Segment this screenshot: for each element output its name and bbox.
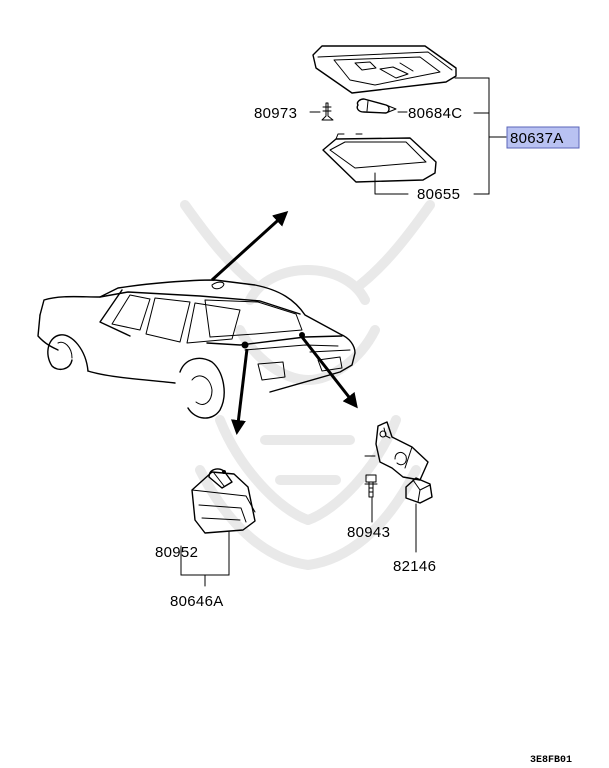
label-80973: 80973 <box>254 105 297 122</box>
label-80684c: 80684C <box>408 105 462 122</box>
watermark-mask <box>180 200 435 570</box>
label-80646a: 80646A <box>170 593 224 610</box>
label-80655: 80655 <box>417 186 460 203</box>
label-80952: 80952 <box>155 544 198 561</box>
leader-lines <box>180 77 507 587</box>
label-82146: 82146 <box>393 558 436 575</box>
highlight-box <box>506 126 580 149</box>
diagram-code: 3E8FB01 <box>530 755 572 766</box>
dome-lamp-base <box>312 45 457 94</box>
pointer-arrows <box>210 210 358 435</box>
dome-lamp-lens-80655 <box>322 133 437 183</box>
car-illustration <box>37 279 356 419</box>
license-lamp-80952 <box>191 468 256 534</box>
screw-80943 <box>364 474 378 498</box>
label-80637a[interactable]: 80637A <box>510 130 564 147</box>
clip-82146 <box>405 477 433 504</box>
festoon-bulb-80684c <box>356 98 397 114</box>
label-80943: 80943 <box>347 524 390 541</box>
mounting-screw-80973 <box>321 102 334 121</box>
